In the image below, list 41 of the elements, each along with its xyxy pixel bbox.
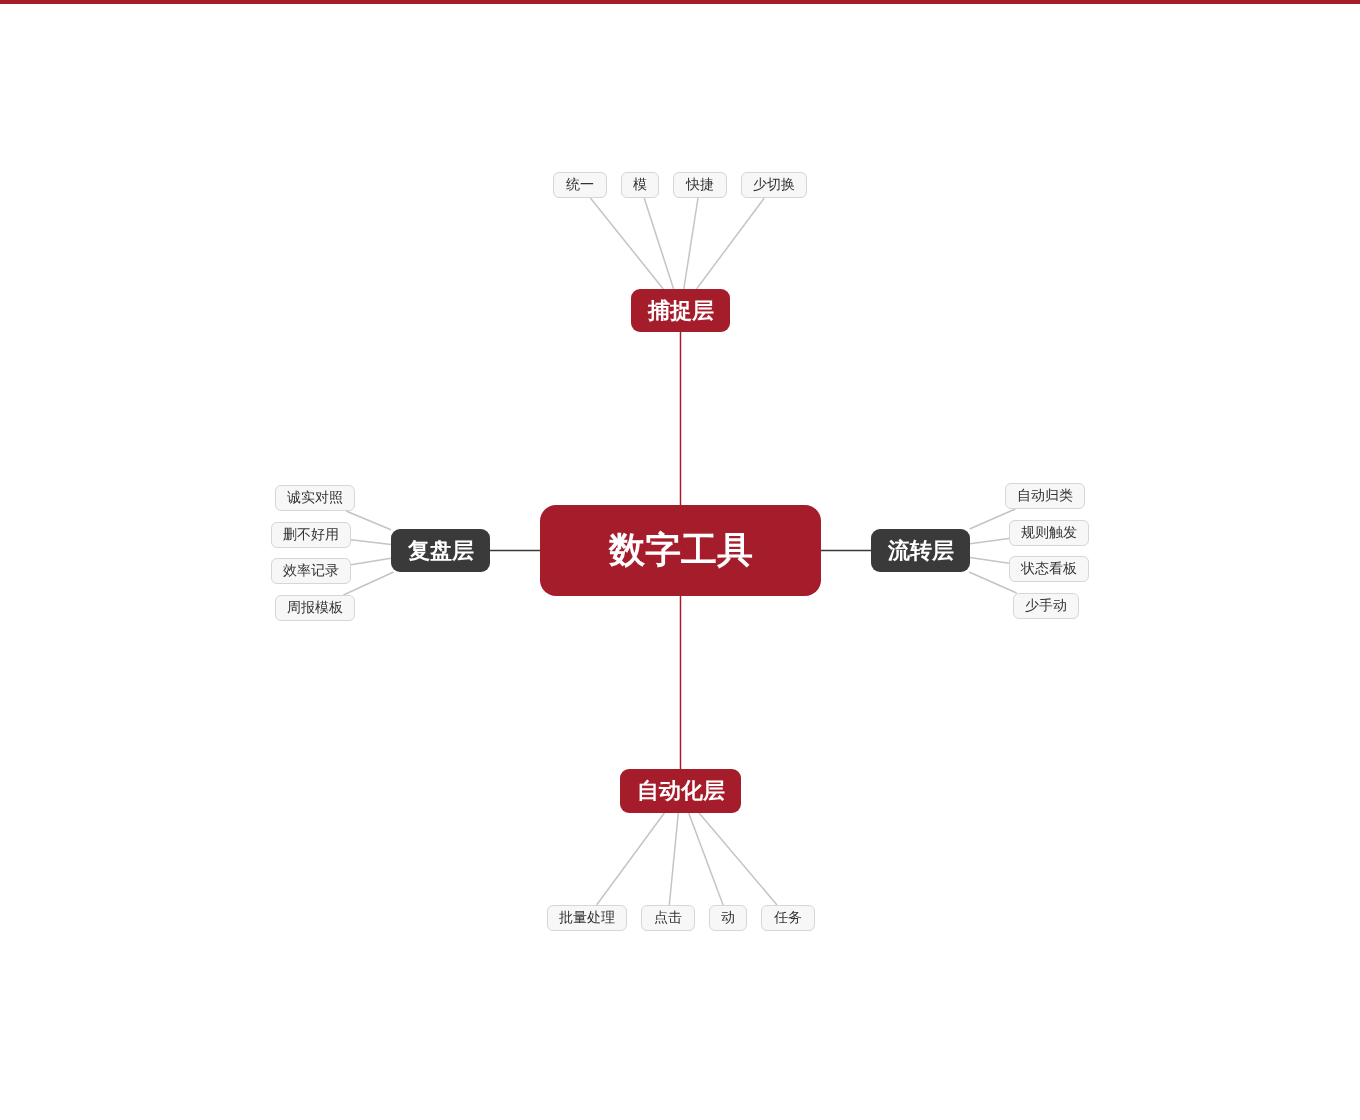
connector-line <box>695 197 766 290</box>
connector-line <box>679 595 682 770</box>
subtopic-tag: 少手动 <box>1013 593 1079 619</box>
connector-line <box>969 537 1010 545</box>
subtopic-tag: 点击 <box>641 905 695 931</box>
subtopic-tag: 少切换 <box>741 172 807 198</box>
connector-line <box>968 571 1018 594</box>
subtopic-tag: 任务 <box>761 905 815 931</box>
connector-line <box>643 197 675 290</box>
connector-line <box>342 571 395 596</box>
subtopic-tag: 规则触发 <box>1009 520 1089 546</box>
subtopic-tag: 动 <box>709 905 747 931</box>
connector-line <box>589 197 665 290</box>
subtopic-tag: 模 <box>621 172 659 198</box>
connector-line <box>968 508 1017 530</box>
branch-topic: 复盘层 <box>391 529 490 572</box>
branch-topic: 捕捉层 <box>631 289 730 332</box>
subtopic-tag: 快捷 <box>673 172 727 198</box>
connector-line <box>820 549 872 552</box>
connector-line <box>345 510 392 531</box>
connector-line <box>350 539 392 546</box>
connector-line <box>489 549 541 552</box>
connector-line <box>683 197 699 290</box>
connector-line <box>668 812 680 906</box>
subtopic-tag: 删不好用 <box>271 522 351 548</box>
subtopic-tag: 批量处理 <box>547 905 627 931</box>
subtopic-tag: 效率记录 <box>271 558 351 584</box>
connector-line <box>687 812 724 906</box>
subtopic-tag: 统一 <box>553 172 607 198</box>
connector-line <box>969 556 1010 564</box>
branch-topic: 流转层 <box>871 529 970 572</box>
connector-line <box>698 812 778 906</box>
connector-line <box>595 812 666 906</box>
central-topic: 数字工具 <box>540 505 821 596</box>
subtopic-tag: 状态看板 <box>1009 556 1089 582</box>
subtopic-tag: 诚实对照 <box>275 485 355 511</box>
connector-line <box>350 557 392 566</box>
subtopic-tag: 周报模板 <box>275 595 355 621</box>
subtopic-tag: 自动归类 <box>1005 483 1085 509</box>
branch-topic: 自动化层 <box>620 769 741 813</box>
connector-line <box>679 331 682 506</box>
